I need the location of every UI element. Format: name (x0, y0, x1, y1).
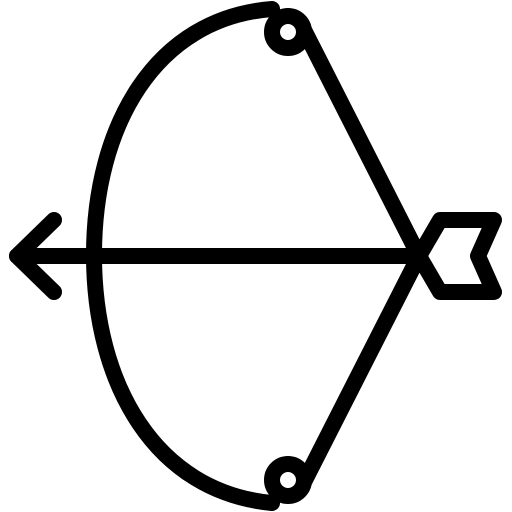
arrow-head (9, 212, 62, 300)
bottom-eyelet-icon (264, 456, 312, 504)
arrow-fletching (411, 212, 502, 300)
top-eyelet-icon (264, 8, 312, 56)
